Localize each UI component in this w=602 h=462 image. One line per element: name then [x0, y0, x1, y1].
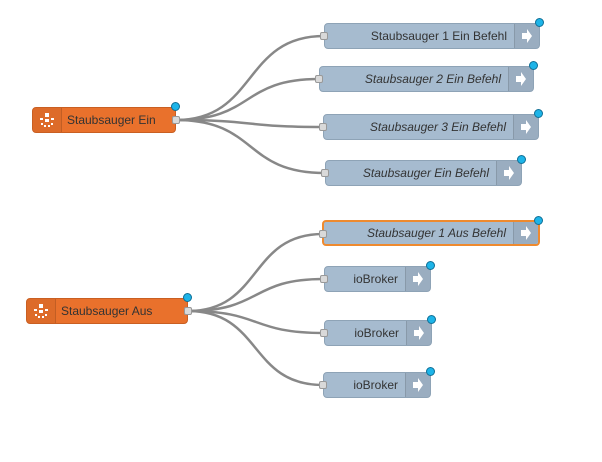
- input-port[interactable]: [320, 329, 328, 337]
- changed-badge: [535, 18, 544, 27]
- inject-node-icon: [27, 299, 56, 323]
- output-node[interactable]: Staubsauger 3 Ein Befehl: [319, 109, 543, 140]
- wire[interactable]: [187, 277, 325, 313]
- output-node[interactable]: Staubsauger 1 Ein Befehl: [320, 18, 544, 49]
- arrow-right-icon: [405, 373, 430, 397]
- wire[interactable]: [187, 309, 325, 335]
- arrow-right-icon: [406, 321, 431, 345]
- output-node[interactable]: Staubsauger Ein Befehl: [321, 155, 526, 186]
- wire[interactable]: [187, 309, 324, 387]
- inject-node-label: Staubsauger Aus: [61, 304, 153, 318]
- changed-badge: [171, 102, 180, 111]
- output-node-label: ioBroker: [353, 272, 398, 286]
- changed-badge: [427, 315, 436, 324]
- wire[interactable]: [175, 118, 324, 129]
- input-port[interactable]: [319, 381, 327, 389]
- output-node[interactable]: Staubsauger 1 Aus Befehl: [319, 216, 543, 246]
- output-node[interactable]: ioBroker: [320, 315, 436, 346]
- output-node-label: Staubsauger 3 Ein Befehl: [369, 120, 506, 134]
- wire[interactable]: [175, 34, 325, 122]
- changed-badge: [426, 261, 435, 270]
- arrow-right-icon: [496, 161, 521, 185]
- changed-badge: [534, 216, 543, 225]
- input-port[interactable]: [320, 32, 328, 40]
- input-port[interactable]: [315, 75, 323, 83]
- output-node-label: ioBroker: [354, 326, 399, 340]
- output-node[interactable]: Staubsauger 2 Ein Befehl: [315, 61, 538, 92]
- output-node-label: Staubsauger Ein Befehl: [362, 166, 489, 180]
- input-port[interactable]: [321, 169, 329, 177]
- changed-badge: [183, 293, 192, 302]
- arrow-right-icon: [513, 222, 538, 244]
- output-port[interactable]: [172, 116, 180, 124]
- output-node[interactable]: ioBroker: [319, 367, 435, 398]
- output-node-label: Staubsauger 1 Ein Befehl: [370, 29, 507, 43]
- wire[interactable]: [187, 232, 324, 313]
- output-node-label: ioBroker: [353, 378, 398, 392]
- output-node-label: Staubsauger 2 Ein Befehl: [364, 72, 501, 86]
- arrow-right-icon: [513, 115, 538, 139]
- wire[interactable]: [175, 118, 326, 175]
- arrow-right-icon: [405, 267, 430, 291]
- inject-node-staubsauger-ein[interactable]: Staubsauger Ein: [32, 102, 180, 133]
- inject-node-icon: [33, 108, 62, 132]
- changed-badge: [534, 109, 543, 118]
- inject-node-staubsauger-aus[interactable]: Staubsauger Aus: [26, 293, 192, 324]
- output-port[interactable]: [184, 307, 192, 315]
- input-port[interactable]: [319, 230, 327, 238]
- input-port[interactable]: [319, 123, 327, 131]
- changed-badge: [517, 155, 526, 164]
- changed-badge: [426, 367, 435, 376]
- output-node[interactable]: ioBroker: [320, 261, 435, 292]
- changed-badge: [529, 61, 538, 70]
- wire[interactable]: [175, 77, 320, 122]
- arrow-right-icon: [514, 24, 539, 48]
- input-port[interactable]: [320, 275, 328, 283]
- inject-node-label: Staubsauger Ein: [67, 113, 156, 127]
- output-node-label: Staubsauger 1 Aus Befehl: [367, 226, 506, 240]
- arrow-right-icon: [508, 67, 533, 91]
